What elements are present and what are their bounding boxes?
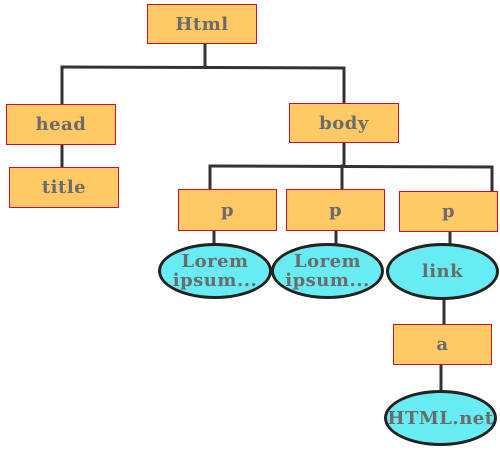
node-p-2: p (286, 189, 385, 231)
node-title-label: title (41, 177, 87, 198)
leaf-link-label: link (421, 261, 464, 282)
leaf-href-label: HTML.net (387, 407, 494, 429)
node-p-3: p (399, 191, 498, 232)
node-p-3-label: p (441, 201, 456, 222)
leaf-text-1: Lorem ipsum... (158, 243, 272, 299)
node-head: head (6, 104, 116, 145)
node-html-label: Html (175, 13, 229, 35)
leaf-text-2-label: Lorem ipsum... (285, 251, 370, 291)
leaf-text-2: Lorem ipsum... (271, 243, 384, 299)
leaf-text-1-label: Lorem ipsum... (172, 251, 258, 291)
node-body-label: body (319, 112, 369, 134)
leaf-link: link (386, 243, 499, 300)
node-head-label: head (35, 114, 87, 135)
node-html: Html (147, 4, 257, 44)
node-a: a (393, 324, 492, 365)
node-p-1: p (178, 189, 277, 231)
node-title: title (9, 167, 119, 208)
node-p-1-label: p (220, 199, 235, 221)
connector-html-bar (60, 65, 346, 70)
node-p-2-label: p (328, 199, 343, 221)
node-a-label: a (436, 334, 449, 355)
leaf-href: HTML.net (384, 390, 497, 446)
node-body: body (289, 103, 399, 143)
connector-body-bar (208, 164, 494, 169)
